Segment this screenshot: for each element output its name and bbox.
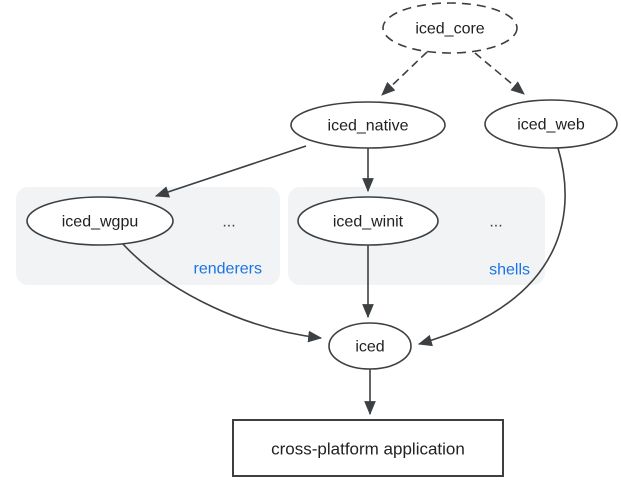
node-iced-core	[382, 2, 518, 54]
edge-core-to-web	[474, 52, 525, 95]
node-label-iced-core: iced_core	[415, 21, 484, 38]
group-ellipsis-shells: ...	[489, 214, 502, 231]
node-iced-web	[484, 99, 618, 149]
edge-web-to-iced	[417, 147, 566, 347]
group-ellipsis-renderers: ...	[222, 214, 235, 231]
edge-native-to-wgpu	[154, 145, 307, 198]
edge-wgpu-to-iced	[121, 242, 323, 343]
node-label-iced: iced	[355, 339, 384, 356]
node-label-iced-web: iced_web	[517, 117, 585, 134]
node-label-iced-wgpu: iced_wgpu	[62, 214, 139, 231]
group-label-renderers: renderers	[194, 261, 262, 278]
node-iced-winit	[297, 196, 439, 246]
node-label-cross-platform-application: cross-platform application	[271, 440, 465, 459]
node-label-iced-native: iced_native	[328, 118, 409, 135]
node-label-iced-winit: iced_winit	[333, 214, 404, 231]
node-iced-wgpu	[26, 196, 174, 246]
edge-core-to-native	[381, 51, 428, 96]
node-iced	[328, 322, 412, 370]
node-cross-platform-application	[232, 419, 504, 477]
node-iced-native	[290, 101, 446, 149]
group-label-shells: shells	[489, 262, 530, 279]
